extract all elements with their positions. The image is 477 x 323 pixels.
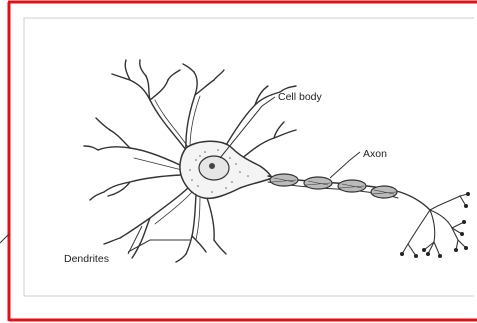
dendrites-label: Dendrites (64, 253, 109, 265)
axon-label: Axon (363, 148, 387, 160)
dendrites-leader-2 (128, 226, 142, 254)
cell-body-label: Cell body (278, 91, 323, 103)
axon-leader (330, 152, 360, 178)
axon-terminals (400, 192, 470, 258)
axon (268, 174, 430, 210)
cell-body (180, 141, 272, 198)
